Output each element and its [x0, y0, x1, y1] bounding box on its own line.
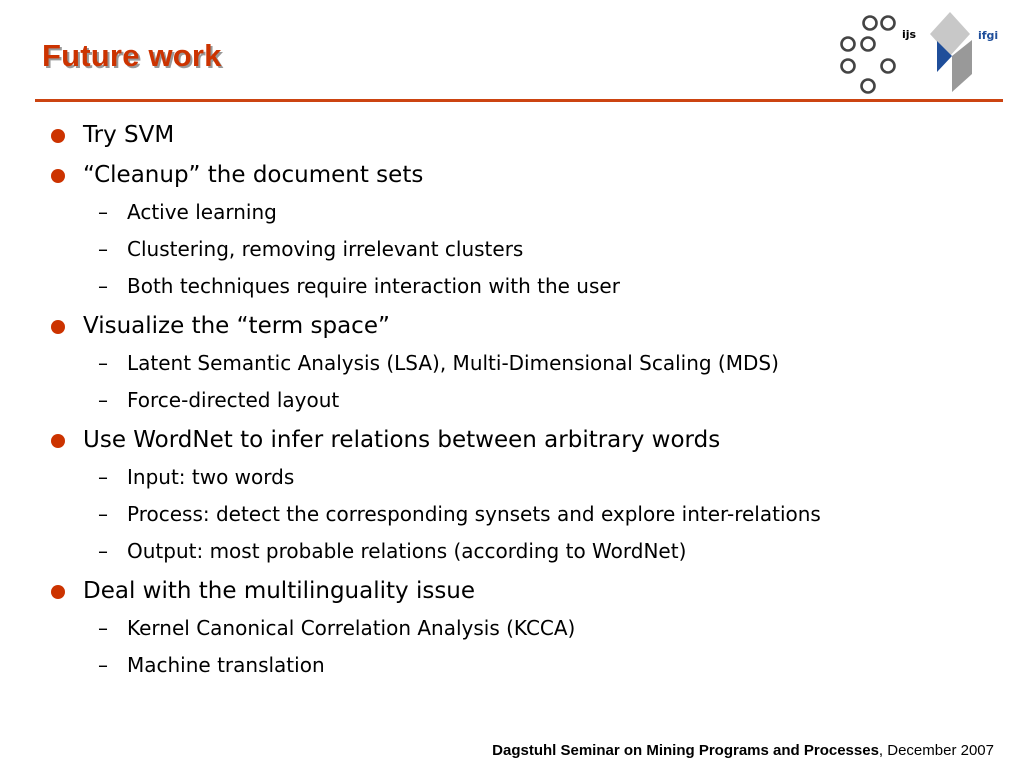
dash-icon: –: [98, 539, 108, 563]
sub-bullet-text: Kernel Canonical Correlation Analysis (K…: [127, 616, 576, 640]
footer-event: Dagstuhl Seminar on Mining Programs and …: [492, 742, 879, 759]
bullet-dot-icon: [51, 129, 65, 143]
sub-bullet-item: –Process: detect the corresponding synse…: [48, 496, 1008, 533]
sub-bullet-text: Latent Semantic Analysis (LSA), Multi-Di…: [127, 351, 779, 375]
sub-bullet-item: –Input: two words: [48, 459, 1008, 496]
sub-bullet-item: –Force-directed layout: [48, 382, 1008, 419]
slide-title: Future work: [42, 38, 222, 73]
dash-icon: –: [98, 465, 108, 489]
bullet-item: Try SVM: [48, 117, 1008, 154]
sub-bullet-text: Input: two words: [127, 465, 295, 489]
ifgi-logo-icon: [930, 12, 972, 92]
dash-icon: –: [98, 502, 108, 526]
dash-icon: –: [98, 237, 108, 261]
bullet-dot-icon: [51, 434, 65, 448]
dash-icon: –: [98, 274, 108, 298]
bullet-dot-icon: [51, 585, 65, 599]
logo-area: ijs ifgi: [834, 10, 1014, 98]
sub-bullet-item: –Machine translation: [48, 647, 1008, 684]
dash-icon: –: [98, 351, 108, 375]
title-divider: [35, 99, 1003, 102]
sub-bullet-text: Force-directed layout: [127, 388, 340, 412]
bullet-item: Visualize the “term space”: [48, 308, 1008, 345]
dash-icon: –: [98, 388, 108, 412]
sub-bullet-text: Clustering, removing irrelevant clusters: [127, 237, 524, 261]
bullet-dot-icon: [51, 169, 65, 183]
ijs-label: ijs: [902, 28, 917, 41]
dash-icon: –: [98, 653, 108, 677]
sub-bullet-item: –Kernel Canonical Correlation Analysis (…: [48, 610, 1008, 647]
bullet-text: Use WordNet to infer relations between a…: [83, 427, 721, 453]
sub-bullet-text: Active learning: [127, 200, 277, 224]
slide-footer: Dagstuhl Seminar on Mining Programs and …: [492, 742, 994, 759]
footer-date: , December 2007: [878, 742, 994, 759]
sub-bullet-item: –Latent Semantic Analysis (LSA), Multi-D…: [48, 345, 1008, 382]
bullet-item: Deal with the multilinguality issue: [48, 573, 1008, 610]
dash-icon: –: [98, 616, 108, 640]
bullet-text: Visualize the “term space”: [83, 313, 390, 339]
sub-bullet-item: –Output: most probable relations (accord…: [48, 533, 1008, 570]
dash-icon: –: [98, 200, 108, 224]
sub-bullet-item: –Active learning: [48, 194, 1008, 231]
bullet-text: “Cleanup” the document sets: [83, 162, 424, 188]
bullet-text: Try SVM: [83, 122, 175, 148]
bullet-dot-icon: [51, 320, 65, 334]
sub-bullet-item: –Clustering, removing irrelevant cluster…: [48, 231, 1008, 268]
sub-bullet-text: Both techniques require interaction with…: [127, 274, 620, 298]
sub-bullet-text: Output: most probable relations (accordi…: [127, 539, 687, 563]
ijs-logo-icon: ijs ifgi: [840, 12, 998, 94]
sub-bullet-item: –Both techniques require interaction wit…: [48, 268, 1008, 305]
ifgi-label: ifgi: [978, 29, 998, 42]
bullet-item: “Cleanup” the document sets: [48, 157, 1008, 194]
bullet-item: Use WordNet to infer relations between a…: [48, 422, 1008, 459]
bullet-list: Try SVM “Cleanup” the document sets –Act…: [48, 117, 1008, 684]
sub-bullet-text: Machine translation: [127, 653, 325, 677]
bullet-text: Deal with the multilinguality issue: [83, 578, 476, 604]
sub-bullet-text: Process: detect the corresponding synset…: [127, 502, 821, 526]
